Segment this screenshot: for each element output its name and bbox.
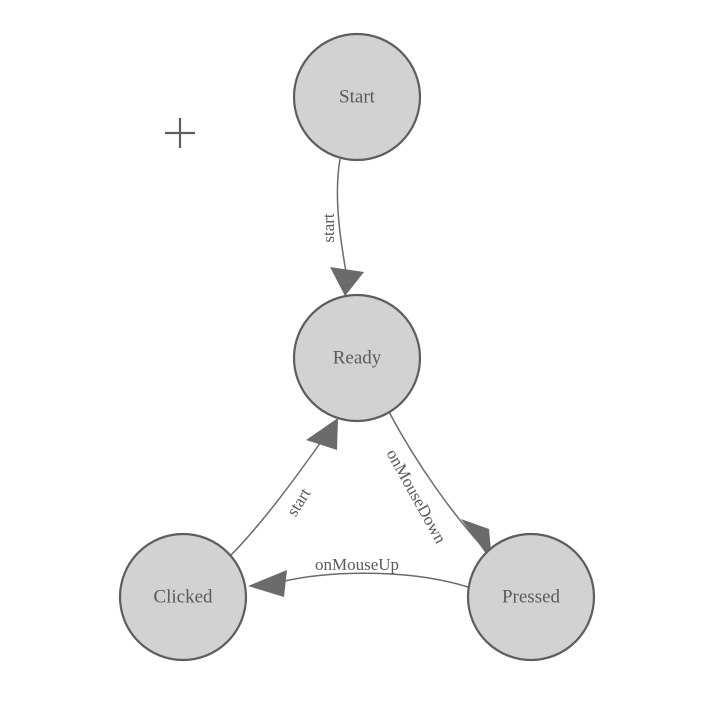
node-start[interactable]: Start xyxy=(292,32,422,162)
node-label-clicked: Clicked xyxy=(153,586,213,607)
edge-path-ready-to-pressed[interactable] xyxy=(388,411,482,546)
node-pressed[interactable]: Pressed xyxy=(466,532,596,662)
edge-clicked-to-ready[interactable]: start xyxy=(229,418,338,557)
node-label-start: Start xyxy=(339,86,376,107)
arrow-head-into-ready-bottom xyxy=(306,418,338,450)
node-circle-ready[interactable] xyxy=(292,293,422,423)
arrow-head-into-clicked xyxy=(248,570,287,597)
node-ready[interactable]: Ready xyxy=(292,293,422,423)
edge-label-start-to-ready: start xyxy=(319,213,338,243)
node-circle-pressed[interactable] xyxy=(466,532,596,662)
edge-path-clicked-to-ready[interactable] xyxy=(229,441,322,557)
arrow-head-into-ready-top xyxy=(330,267,364,296)
node-clicked[interactable]: Clicked xyxy=(118,532,248,662)
edge-start-to-ready[interactable]: start xyxy=(319,158,364,296)
arrow-head-into-pressed xyxy=(461,519,492,562)
edge-label-pressed-to-clicked: onMouseUp xyxy=(315,555,399,574)
plus-marker-icon[interactable] xyxy=(165,118,195,148)
edge-path-start-to-ready[interactable] xyxy=(336,158,347,273)
edge-path-pressed-to-clicked[interactable] xyxy=(279,572,469,588)
edge-label-ready-to-pressed: onMouseDown xyxy=(383,446,451,547)
node-label-pressed: Pressed xyxy=(502,586,561,607)
node-circle-start[interactable] xyxy=(292,32,422,162)
node-label-ready: Ready xyxy=(333,347,382,368)
edge-ready-to-pressed[interactable]: onMouseDown xyxy=(383,411,492,562)
edge-pressed-to-clicked[interactable]: onMouseUp xyxy=(248,555,469,597)
edge-label-clicked-to-ready: start xyxy=(283,484,315,519)
node-circle-clicked[interactable] xyxy=(118,532,248,662)
